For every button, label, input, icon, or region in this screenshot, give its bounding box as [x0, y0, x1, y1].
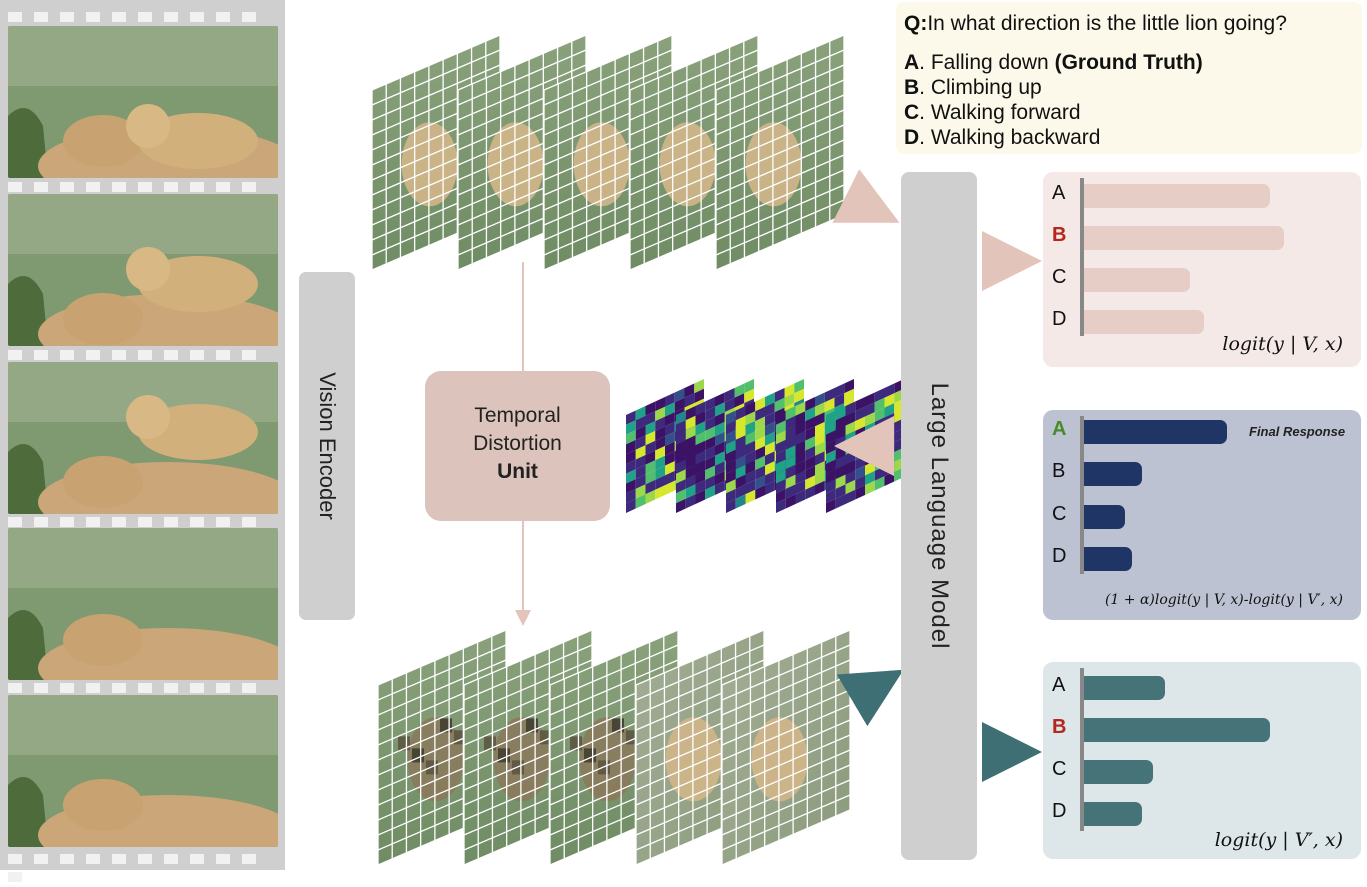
tdu-line-1: Temporal — [474, 404, 561, 427]
frame-patch-grid — [721, 629, 851, 866]
original-formula: logit(y | V, x) — [1222, 333, 1343, 355]
ground-truth-note: (Ground Truth) — [1054, 51, 1203, 74]
option-a: A. Falling down (Ground Truth) — [904, 51, 1203, 75]
vision-encoder-block: Vision Encoder — [299, 272, 355, 620]
logit-bar — [1084, 462, 1142, 486]
distorted-formula: logit(y | V′, x) — [1214, 829, 1343, 851]
question-line: Q:In what direction is the little lion g… — [904, 12, 1287, 36]
logit-bar — [1084, 760, 1153, 784]
final-response-panel: Final Response (1 + α)logit(y | V, x)-lo… — [1043, 410, 1361, 620]
option-text: . Walking forward — [919, 101, 1081, 124]
option-letter: A — [904, 51, 920, 74]
frame-patch-grid — [715, 34, 845, 271]
option-letter: D — [904, 126, 920, 149]
option-letter: B — [904, 76, 920, 99]
question-text: In what direction is the little lion goi… — [927, 12, 1287, 35]
video-frame — [8, 194, 278, 346]
logit-bar — [1084, 420, 1227, 444]
option-label: C — [1052, 503, 1067, 525]
option-b: B. Climbing up — [904, 76, 1042, 100]
heatmap-frame — [676, 379, 754, 513]
option-label: D — [1052, 308, 1067, 330]
video-frame — [8, 26, 278, 178]
down-arrow-head — [515, 610, 531, 626]
option-c: C. Walking forward — [904, 101, 1081, 125]
original-patch-stack — [371, 34, 845, 271]
logit-bar — [1084, 718, 1270, 742]
bar-axis — [1080, 416, 1084, 574]
option-label: C — [1052, 266, 1067, 288]
option-letter: C — [904, 101, 920, 124]
logit-bar — [1084, 268, 1190, 292]
tdu-line-2: Distortion — [473, 432, 562, 455]
option-label: B — [1052, 224, 1067, 246]
final-formula: (1 + α)logit(y | V, x)-logit(y | V′, x) — [1104, 592, 1343, 608]
film-strip — [0, 0, 285, 882]
distortion-heatmap — [626, 379, 904, 513]
option-label: C — [1052, 758, 1067, 780]
option-text: . Falling down — [919, 51, 1055, 74]
option-label: A — [1052, 182, 1066, 204]
option-d: D. Walking backward — [904, 126, 1100, 150]
question-prefix: Q: — [904, 12, 928, 35]
large-language-model-block: Large Language Model — [901, 172, 977, 860]
arrow-to-llm-distorted — [836, 669, 904, 727]
video-frame — [8, 695, 278, 847]
bar-axis — [1080, 668, 1084, 831]
logit-bar — [1084, 226, 1284, 250]
final-response-label: Final Response — [1249, 424, 1346, 439]
option-label: A — [1052, 674, 1066, 696]
question-box: Q:In what direction is the little lion g… — [896, 2, 1362, 154]
video-frame — [8, 362, 278, 514]
llm-label: Large Language Model — [926, 382, 953, 650]
temporal-distortion-unit: Temporal Distortion Unit — [425, 371, 610, 521]
logit-bar — [1084, 676, 1165, 700]
option-text: . Climbing up — [919, 76, 1042, 99]
logit-bar — [1084, 184, 1270, 208]
option-label: B — [1052, 460, 1066, 482]
logit-bar — [1084, 505, 1125, 529]
distorted-patch-stack — [377, 629, 851, 866]
option-label: B — [1052, 716, 1067, 738]
arrow-to-llm-original — [832, 169, 900, 223]
option-label: D — [1052, 545, 1067, 567]
logit-bar — [1084, 547, 1132, 571]
logit-bar — [1084, 802, 1142, 826]
logit-bar — [1084, 310, 1204, 334]
option-label: A — [1052, 418, 1067, 440]
bar-axis — [1080, 178, 1084, 336]
option-text: . Walking backward — [919, 126, 1101, 149]
tdu-line-3: Unit — [497, 460, 538, 483]
option-label: D — [1052, 800, 1067, 822]
video-frame — [8, 528, 278, 680]
